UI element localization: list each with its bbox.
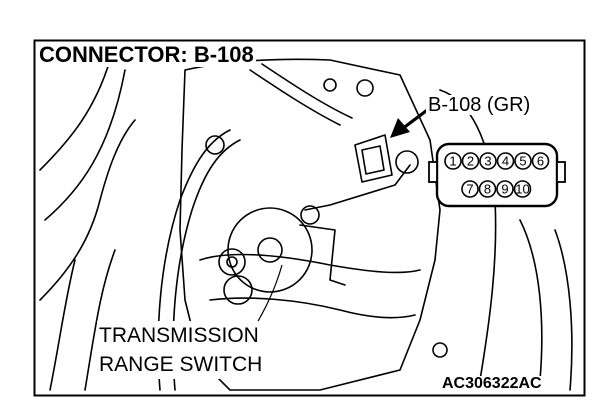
connector-pin-number: 7: [466, 182, 473, 197]
connector-pin-number: 2: [467, 154, 474, 169]
connector-pin: [496, 152, 515, 170]
connector-pin: [444, 152, 462, 170]
connector-pin-number: 4: [502, 154, 509, 169]
connector-pin: [513, 180, 532, 198]
component-label: TRANSMISSION RANGE SWITCH: [97, 321, 265, 379]
connector-pin-number: 1: [449, 154, 456, 169]
connector-pin: [479, 152, 497, 170]
component-label-line-1: TRANSMISSION: [97, 321, 261, 350]
callout-arrow: [390, 106, 431, 138]
connector-pin-number: 8: [484, 182, 491, 197]
figure-id: AC306322AC: [440, 375, 544, 392]
connector-pin-number: 9: [501, 182, 508, 197]
connector-pin-number: 6: [537, 154, 544, 169]
connector-callout-label: B-108 (GR): [426, 94, 533, 116]
connector-pin: [461, 152, 480, 170]
connector-pin: [461, 180, 479, 198]
connector-pin-number: 3: [484, 154, 491, 169]
component-label-line-2: RANGE SWITCH: [97, 350, 265, 379]
connector-pin: [478, 180, 497, 198]
connector-pin: [514, 152, 532, 170]
diagram-title: CONNECTOR: B-108: [37, 42, 256, 67]
connector-pin: [496, 180, 514, 198]
connector-pin: [531, 152, 550, 170]
connector-pin-number: 5: [519, 154, 526, 169]
connector-pin-number: 10: [515, 182, 529, 197]
